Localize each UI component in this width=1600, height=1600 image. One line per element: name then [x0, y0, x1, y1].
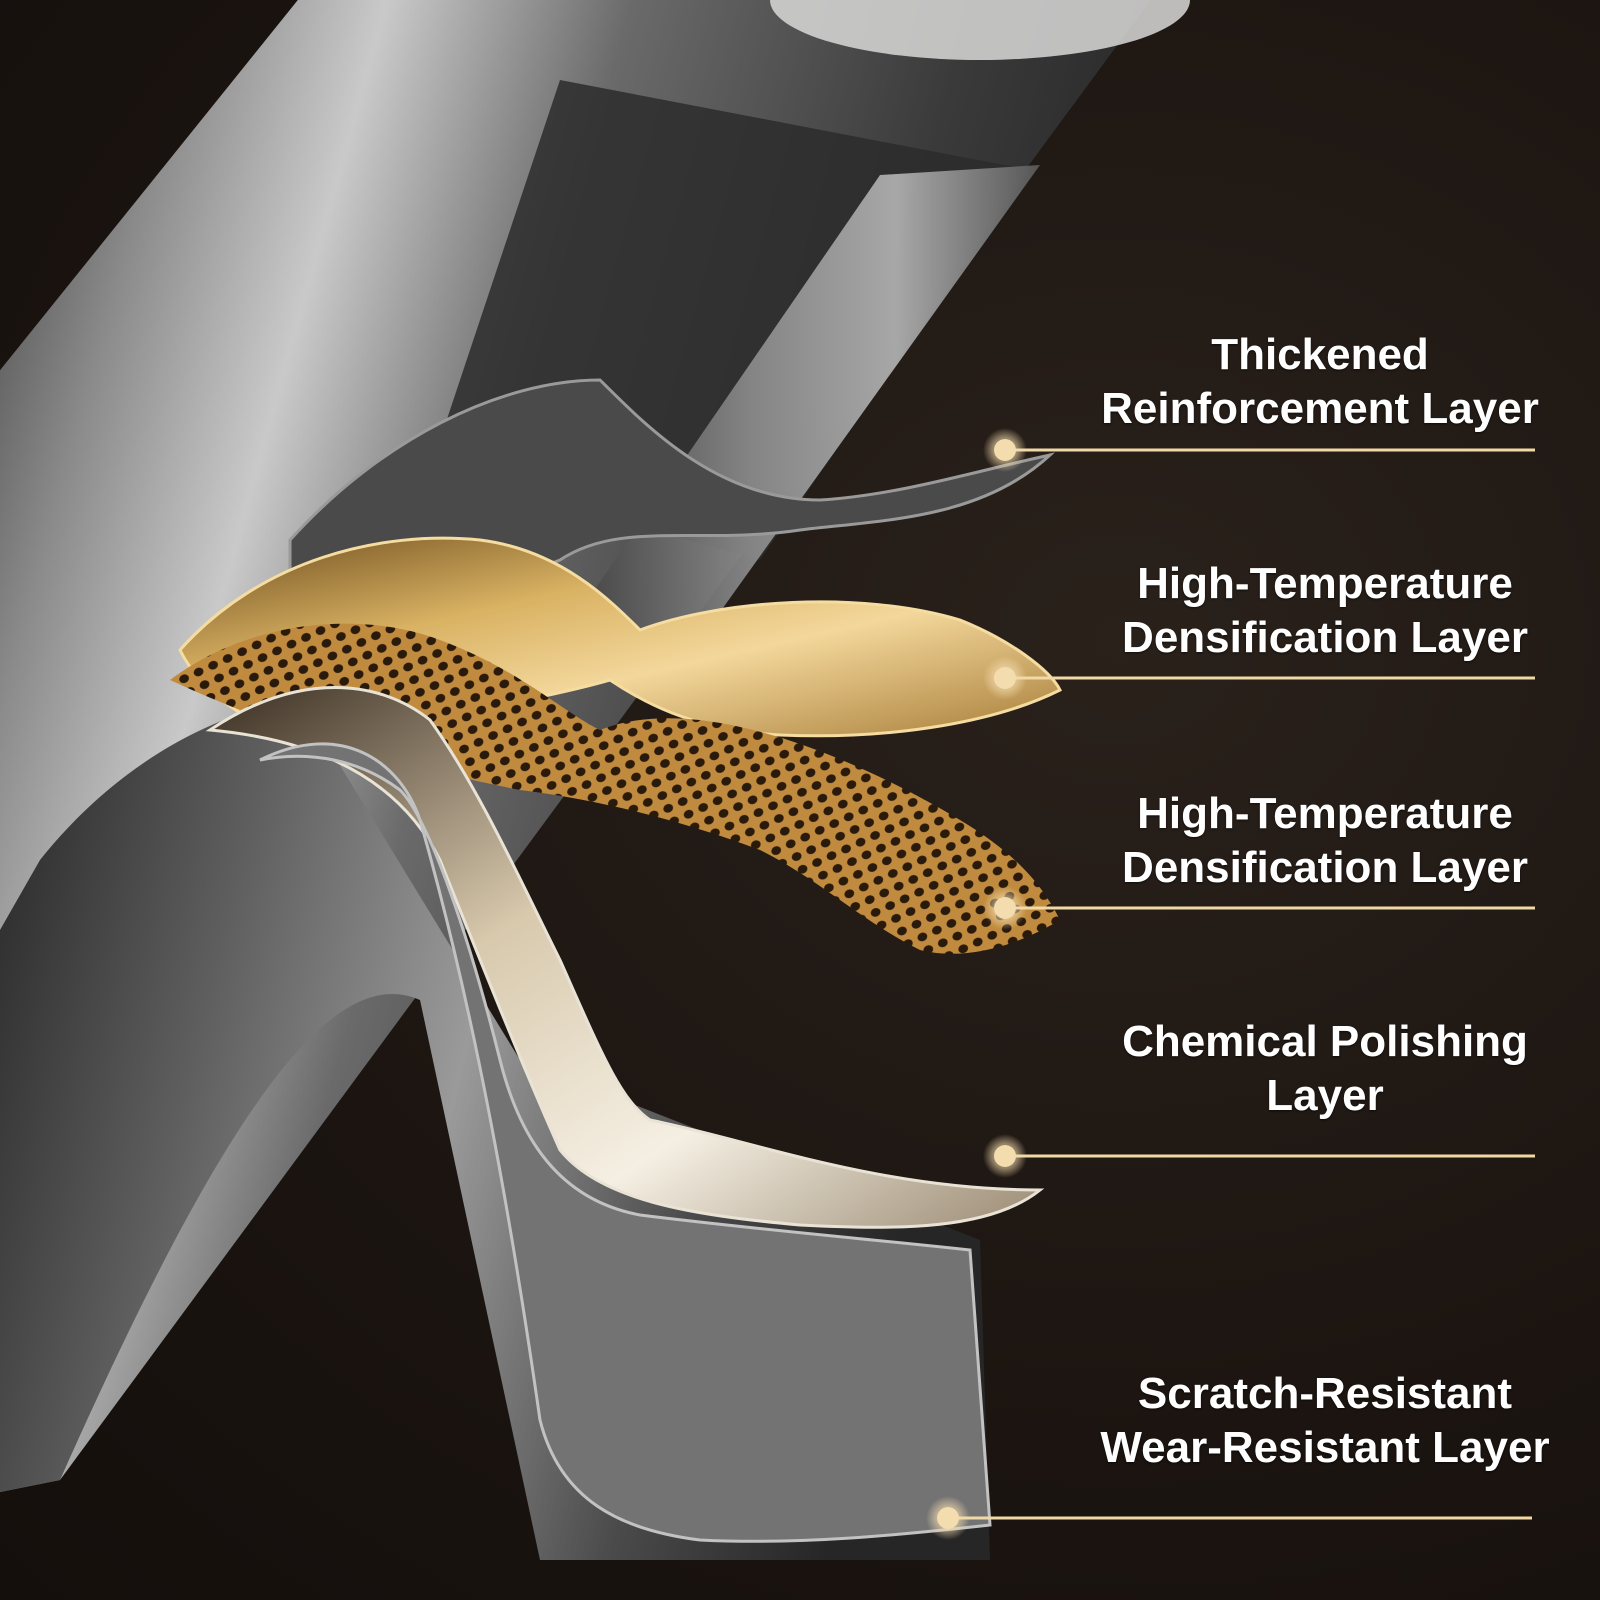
label-line-2: Layer — [1266, 1071, 1384, 1120]
label-line-1: Thickened — [1211, 330, 1429, 379]
label-line-2: Densification Layer — [1122, 843, 1528, 892]
marker-dot-chemical-polishing — [994, 1145, 1016, 1167]
leader-lines — [926, 428, 1535, 1540]
label-line-2: Reinforcement Layer — [1101, 384, 1539, 433]
marker-dot-densification-1 — [994, 667, 1016, 689]
label-line-1: Scratch-Resistant — [1137, 1369, 1513, 1418]
marker-dot-thickened — [994, 439, 1016, 461]
label-high-temperature-densification-layer-2: High-Temperature Densification Layer — [1095, 787, 1555, 895]
spout-pipe-top-cap — [770, 0, 1190, 60]
marker-dot-scratch-resistant — [937, 1507, 959, 1529]
label-line-1: Chemical Polishing — [1122, 1017, 1528, 1066]
label-chemical-polishing-layer: Chemical Polishing Layer — [1095, 1015, 1555, 1123]
marker-dot-densification-2 — [994, 897, 1016, 919]
label-scratch-resistant-wear-resistant-layer: Scratch-Resistant Wear-Resistant Layer — [1070, 1367, 1580, 1475]
label-line-1: High-Temperature — [1137, 789, 1513, 838]
label-thickened-reinforcement-layer: Thickened Reinforcement Layer — [1080, 328, 1560, 436]
label-line-1: High-Temperature — [1137, 559, 1513, 608]
chemical-polishing-layer-shape — [205, 686, 1045, 1229]
label-line-2: Densification Layer — [1122, 613, 1528, 662]
label-line-2: Wear-Resistant Layer — [1100, 1423, 1550, 1472]
label-high-temperature-densification-layer-1: High-Temperature Densification Layer — [1095, 557, 1555, 665]
